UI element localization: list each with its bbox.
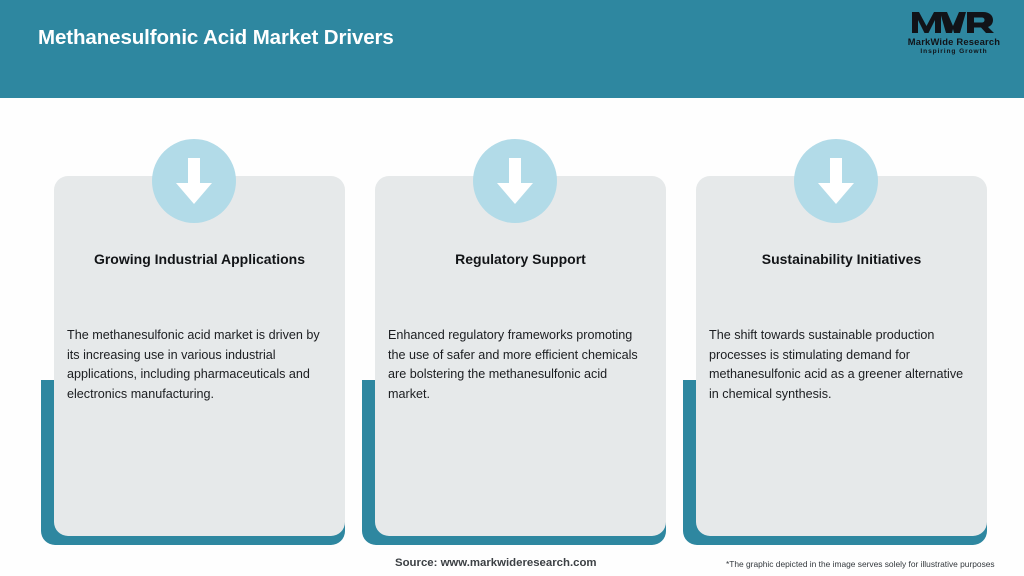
card-body: Growing Industrial Applications The meth… bbox=[54, 176, 345, 536]
brand-logo: MarkWide Research Inspiring Growth bbox=[898, 8, 1010, 60]
down-arrow-icon bbox=[152, 139, 236, 223]
card-description: The shift towards sustainable production… bbox=[709, 328, 964, 401]
driver-card-1[interactable]: Growing Industrial Applications The meth… bbox=[41, 0, 345, 576]
disclaimer-label: *The graphic depicted in the image serve… bbox=[726, 559, 995, 569]
header-bar bbox=[0, 0, 1024, 98]
down-arrow-icon bbox=[794, 139, 878, 223]
card-description: Enhanced regulatory frameworks promoting… bbox=[388, 328, 638, 401]
card-title: Growing Industrial Applications bbox=[93, 251, 306, 267]
page-title: Methanesulfonic Acid Market Drivers bbox=[38, 26, 394, 49]
driver-card-3[interactable]: Sustainability Initiatives The shift tow… bbox=[683, 0, 987, 576]
logo-tagline: Inspiring Growth bbox=[920, 48, 988, 55]
driver-card-2[interactable]: Regulatory Support Enhanced regulatory f… bbox=[362, 0, 666, 576]
down-arrow-icon bbox=[473, 139, 557, 223]
card-title: Sustainability Initiatives bbox=[761, 251, 922, 267]
card-description: The methanesulfonic acid market is drive… bbox=[67, 328, 320, 401]
card-body: Regulatory Support Enhanced regulatory f… bbox=[375, 176, 666, 536]
card-body: Sustainability Initiatives The shift tow… bbox=[696, 176, 987, 536]
source-label: Source: www.markwideresearch.com bbox=[395, 557, 597, 569]
logo-company-name: MarkWide Research bbox=[907, 36, 1001, 47]
mwr-monogram-icon bbox=[912, 12, 994, 33]
card-title: Regulatory Support bbox=[455, 251, 586, 267]
